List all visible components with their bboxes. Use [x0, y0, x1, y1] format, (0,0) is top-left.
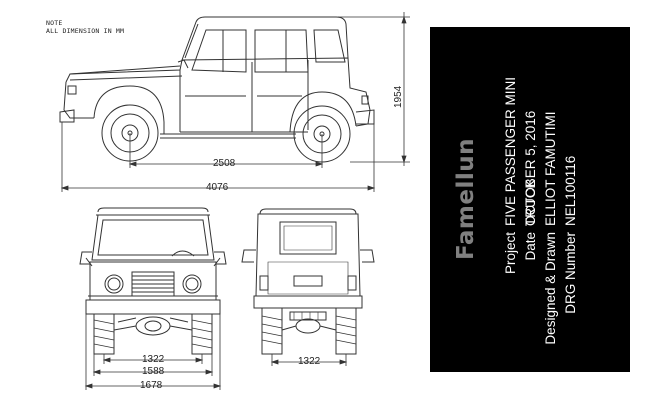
- note-heading: NOTE: [46, 19, 63, 27]
- designer-value: ELLIOT FAMUTIMI: [543, 111, 558, 226]
- drawing-number-row: DRG Number NEL100116: [561, 34, 581, 364]
- brand-name: Famellun: [453, 138, 479, 260]
- front-track-dimension: [102, 354, 204, 364]
- rear-view: [241, 208, 375, 355]
- wheelbase-dimension-label: 2508: [213, 158, 236, 169]
- body-width-label: 1588: [142, 366, 165, 377]
- note-text: ALL DIMENSION IN MM: [46, 27, 125, 35]
- rear-track-label: 1322: [298, 356, 321, 367]
- side-view: [59, 16, 375, 163]
- overall-width-dimension: [84, 314, 222, 390]
- date-value: OCTOBER 5, 2016: [523, 110, 538, 226]
- drawing-note: NOTE ALL DIMENSION IN MM: [46, 19, 124, 35]
- body-width-dimension: [92, 354, 214, 376]
- date-label: Date: [523, 232, 538, 261]
- height-dimension-label: 1954: [393, 85, 404, 108]
- front-track-label: 1322: [142, 354, 165, 365]
- rear-track-dimension: [270, 354, 348, 366]
- overall-width-label: 1678: [140, 380, 163, 391]
- date-row: Date OCTOBER 5, 2016: [521, 34, 541, 364]
- drawing-number-label: DRG Number: [563, 232, 578, 314]
- title-block-content: Famellun Project FIVE PASSENGER MINI TRU…: [435, 34, 625, 364]
- title-block-rows: Project FIVE PASSENGER MINI TRUCK Date O…: [501, 34, 581, 364]
- drawing-number-value: NEL100116: [563, 155, 578, 226]
- length-dimension-label: 4076: [206, 182, 229, 193]
- project-value: FIVE PASSENGER MINI TRUCK: [503, 76, 538, 226]
- designer-label: Designed & Drawn: [543, 232, 558, 345]
- designer-row: Designed & Drawn ELLIOT FAMUTIMI: [541, 34, 561, 364]
- project-row: Project FIVE PASSENGER MINI TRUCK: [501, 34, 538, 364]
- length-dimension: [60, 122, 376, 192]
- wheelbase-dimension: [128, 133, 324, 168]
- project-label: Project: [503, 232, 518, 275]
- height-dimension: [338, 12, 410, 166]
- title-block: Famellun Project FIVE PASSENGER MINI TRU…: [430, 27, 630, 372]
- front-view: [79, 207, 227, 355]
